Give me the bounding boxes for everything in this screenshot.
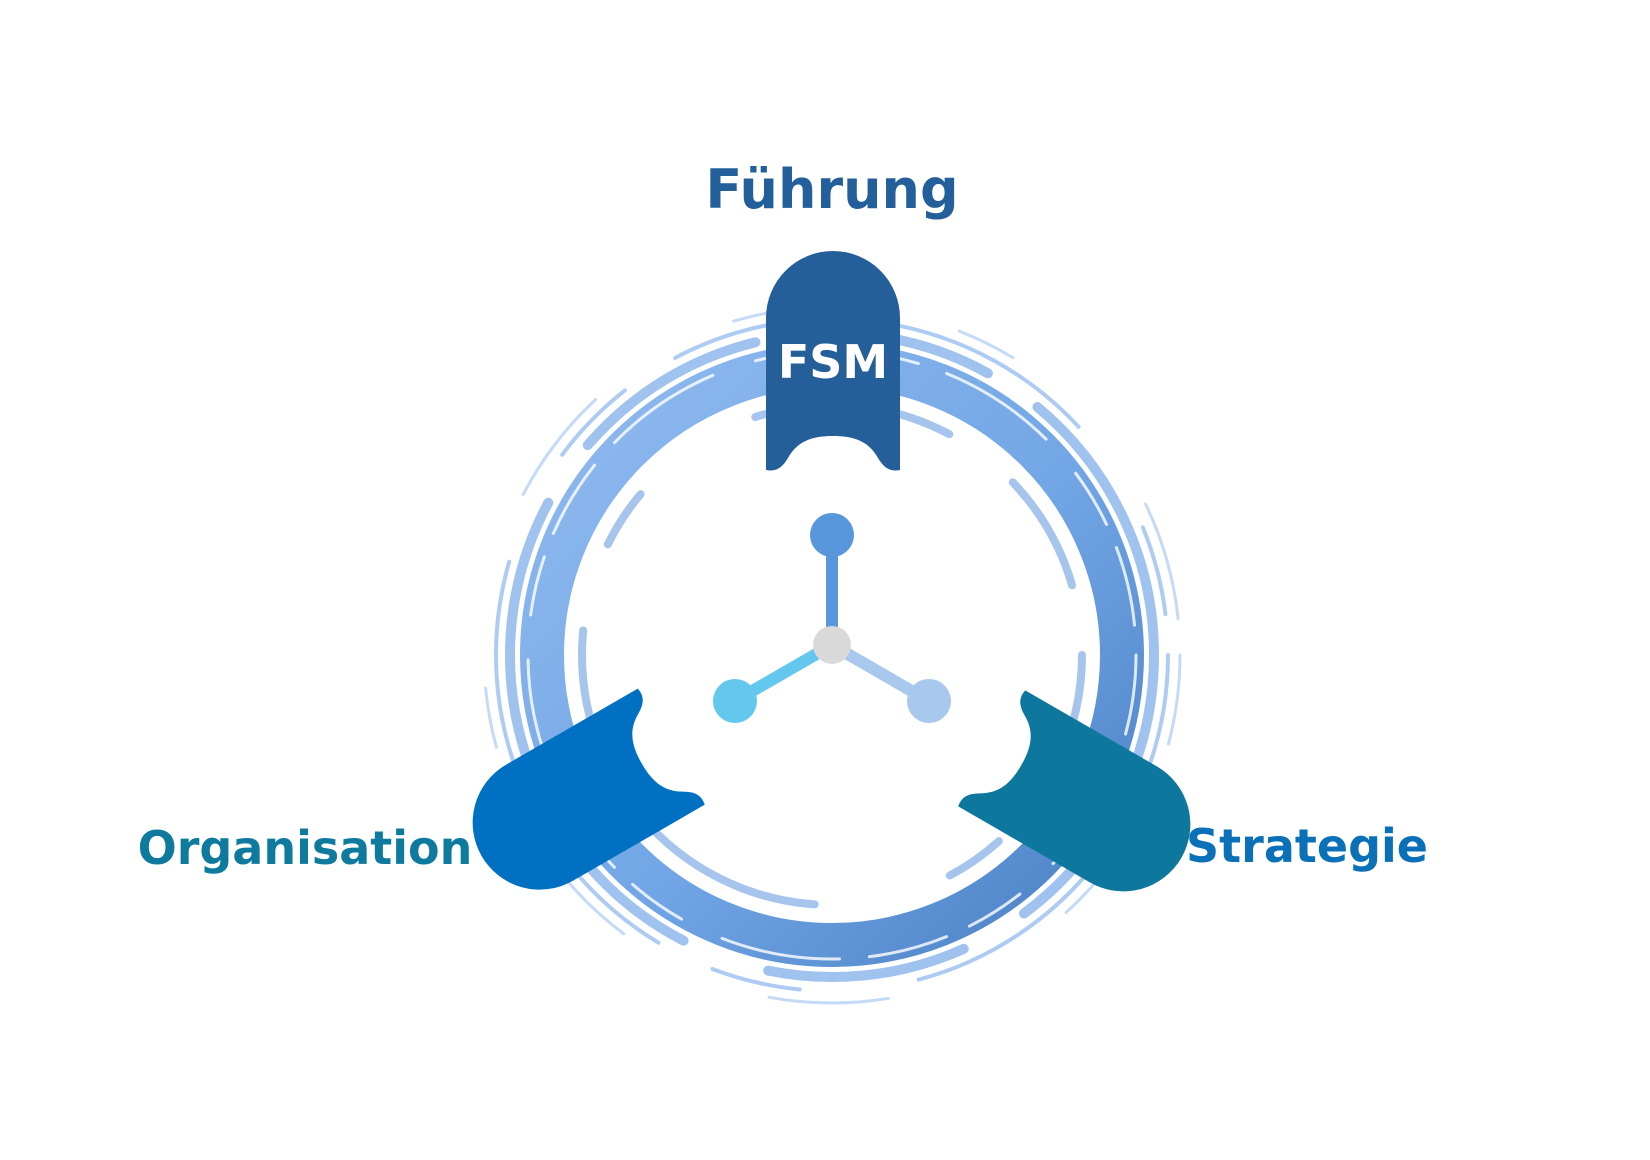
label-right: Strategie [1186, 819, 1428, 873]
top-tab [766, 251, 900, 471]
center-tab-label: FSM [778, 335, 888, 389]
hub-node-left [713, 679, 757, 723]
hub-graphic [713, 513, 951, 723]
label-left: Organisation [138, 821, 473, 875]
hub-node-right [907, 679, 951, 723]
label-top: Führung [705, 158, 958, 221]
left-tab [958, 690, 1191, 892]
right-tab [472, 688, 705, 890]
hub-node-top [810, 513, 854, 557]
hub-node-center [813, 626, 851, 664]
